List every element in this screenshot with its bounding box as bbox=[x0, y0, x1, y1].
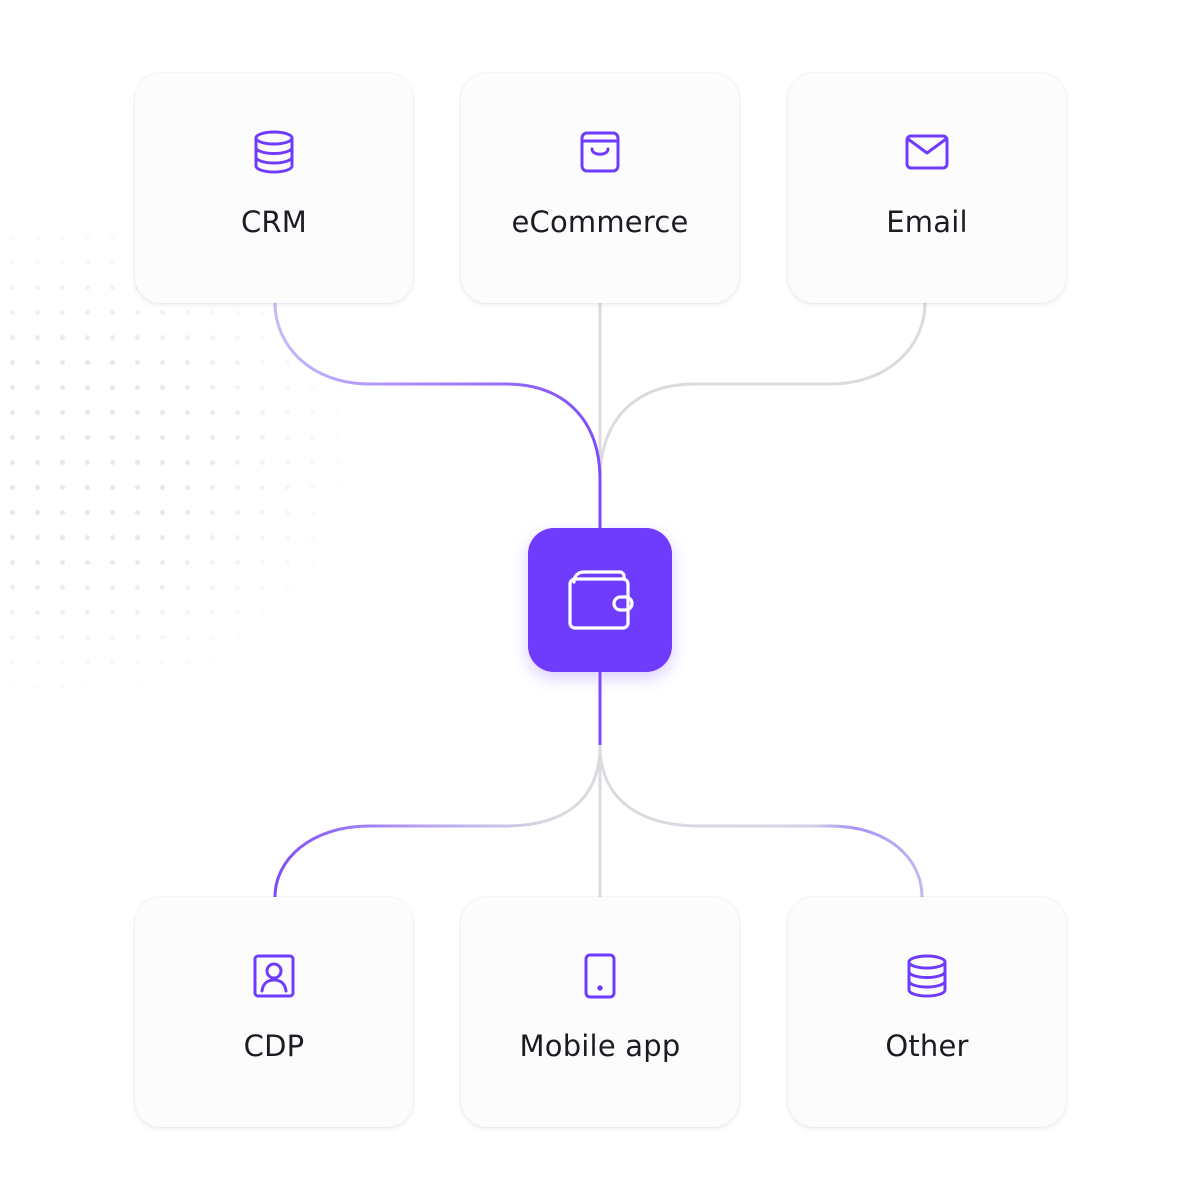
destination-card-cdp[interactable]: CDP bbox=[135, 897, 413, 1127]
destination-label: Other bbox=[885, 1029, 969, 1063]
connector-crm bbox=[273, 302, 602, 528]
source-label: Email bbox=[886, 205, 968, 239]
database-icon bbox=[251, 129, 297, 175]
wallet-icon bbox=[568, 570, 634, 630]
mobile-phone-icon bbox=[577, 953, 623, 999]
hub-node[interactable] bbox=[528, 528, 672, 672]
destination-card-other[interactable]: Other bbox=[788, 897, 1066, 1127]
connector-other bbox=[598, 744, 924, 898]
destination-label: CDP bbox=[243, 1029, 305, 1063]
source-label: eCommerce bbox=[511, 205, 689, 239]
source-label: CRM bbox=[240, 205, 308, 239]
connector-cdp bbox=[273, 744, 602, 898]
mail-icon bbox=[904, 129, 950, 175]
source-card-crm[interactable]: CRM bbox=[135, 73, 413, 303]
source-card-email[interactable]: Email bbox=[788, 73, 1066, 303]
source-card-ecommerce[interactable]: eCommerce bbox=[461, 73, 739, 303]
connector-email bbox=[598, 302, 927, 481]
destination-card-mobile-app[interactable]: Mobile app bbox=[461, 897, 739, 1127]
contact-card-icon bbox=[251, 953, 297, 999]
database-icon bbox=[904, 953, 950, 999]
destination-label: Mobile app bbox=[519, 1029, 681, 1063]
shopping-bag-icon bbox=[577, 129, 623, 175]
